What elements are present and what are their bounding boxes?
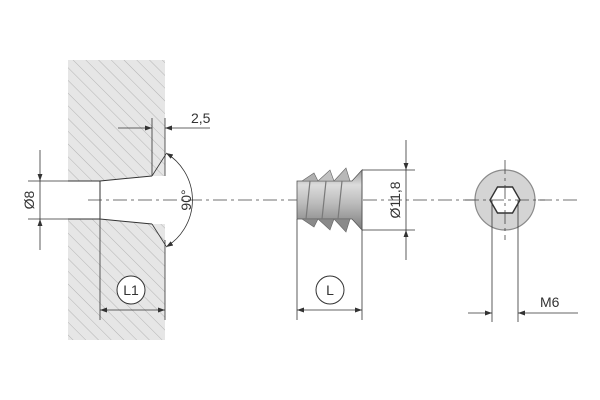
hole-diameter-dimension: Ø8 [21, 150, 68, 250]
insert-thread [301, 167, 351, 233]
insert-length-label: L [326, 282, 334, 298]
insert-length-symbol [315, 275, 345, 305]
thread-size-label: M6 [540, 294, 560, 310]
hole-depth-label: L1 [123, 282, 139, 298]
insert-diameter-label: Ø11,8 [387, 181, 403, 218]
hole-depth-dimension: L1 [100, 275, 165, 313]
panel-hatch [68, 60, 165, 340]
hole-diameter-label: Ø8 [21, 190, 37, 209]
step-label: 2,5 [191, 110, 211, 126]
step-dimension: 2,5 [118, 110, 211, 176]
hole-depth-symbol [116, 275, 146, 305]
insert-end-view [465, 160, 545, 240]
threaded-insert [296, 167, 363, 233]
panel-section [68, 60, 166, 340]
thread-size-dimension: M6 [468, 200, 578, 322]
angle-label: 90° [178, 189, 194, 210]
countersink-angle-dimension: 90° [151, 152, 194, 248]
insert-diameter-dimension: Ø11,8 [362, 140, 415, 260]
insert-length-dimension: L [296, 219, 363, 320]
